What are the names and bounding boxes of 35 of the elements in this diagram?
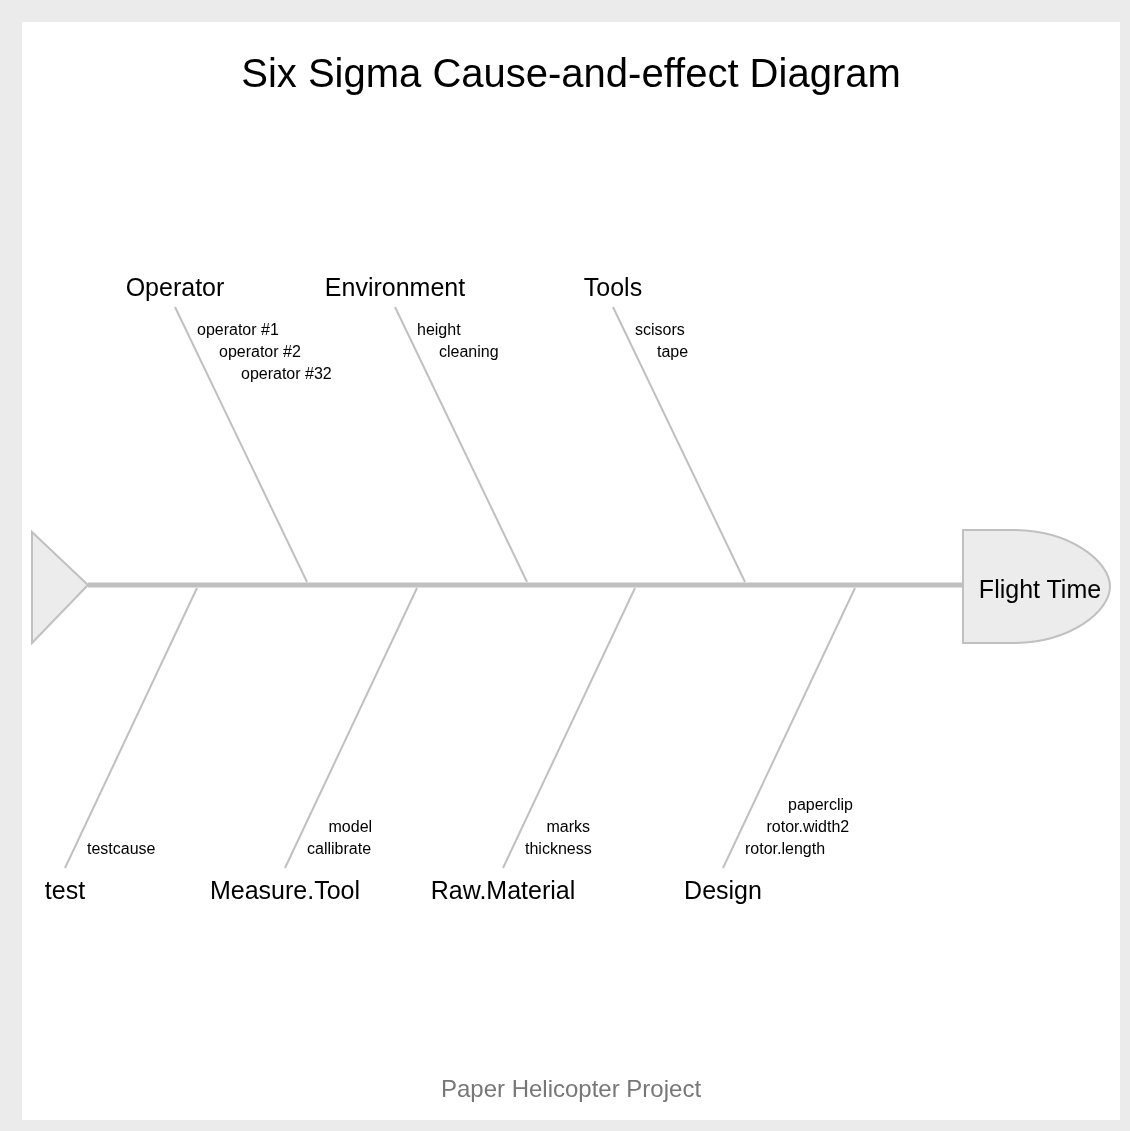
cause-label: paperclip — [788, 796, 853, 814]
cause-label: model — [328, 818, 373, 836]
cause-label: operator #1 — [197, 321, 279, 339]
bone-line — [502, 587, 636, 869]
category-label: Design — [684, 877, 762, 905]
category-label: Operator — [125, 274, 225, 302]
tail-triangle — [31, 529, 90, 646]
effect-label: Flight Time — [978, 576, 1102, 604]
category-label: test — [44, 877, 86, 905]
bone-line — [174, 306, 308, 583]
cause-label: rotor.width2 — [766, 818, 850, 836]
bone-line — [722, 587, 856, 869]
cause-label: operator #32 — [241, 365, 332, 383]
category-label: Environment — [324, 274, 466, 302]
category-label: Measure.Tool — [209, 877, 361, 905]
cause-label: marks — [546, 818, 591, 836]
bone-line — [612, 306, 746, 583]
category-label: Tools — [583, 274, 643, 302]
cause-label: cleaning — [439, 343, 499, 361]
caption: Paper Helicopter Project — [440, 1075, 702, 1103]
cause-label: tape — [657, 343, 689, 361]
bone-line — [394, 306, 528, 583]
bone-line — [64, 587, 198, 869]
diagram-title: Six Sigma Cause-and-effect Diagram — [241, 51, 901, 95]
effect-head — [962, 529, 1111, 644]
bone-line — [284, 587, 418, 869]
cause-label: height — [417, 321, 461, 339]
category-label: Raw.Material — [430, 877, 576, 905]
cause-label: thickness — [525, 840, 592, 858]
spine-line — [88, 582, 963, 588]
cause-label: operator #2 — [219, 343, 301, 361]
cause-label: testcause — [87, 840, 156, 858]
cause-label: rotor.length — [745, 840, 826, 858]
cause-label: callibrate — [307, 840, 372, 858]
cause-label: scisors — [635, 321, 685, 339]
